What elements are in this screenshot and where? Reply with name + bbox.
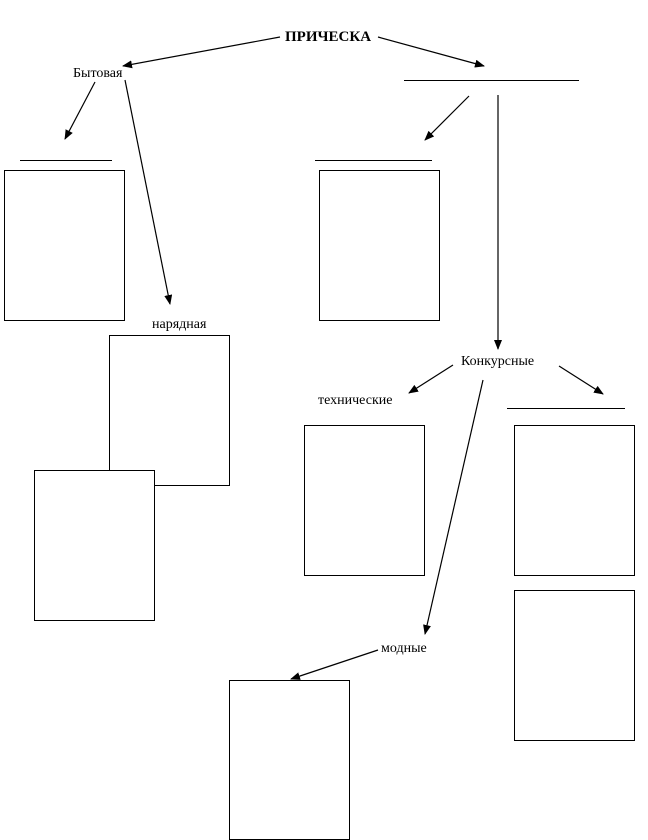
image-box-right [319, 170, 440, 321]
image-box-competition-2 [514, 590, 635, 741]
label-fashion: модные [381, 641, 427, 656]
arrow-fashion-to-box [290, 649, 379, 680]
blank-line-right-category [404, 80, 579, 81]
image-box-elegant [109, 335, 230, 486]
arrow-right-to-blank [424, 95, 470, 141]
label-competition: Конкурсные [461, 354, 535, 369]
arrow-competition-to-fashion [423, 379, 484, 635]
arrow-competition-to-technical [408, 364, 454, 394]
arrow-everyday-to-blank [64, 81, 96, 140]
image-box-everyday [4, 170, 125, 321]
image-box-fashion [229, 680, 350, 840]
image-box-competition [514, 425, 635, 576]
label-elegant: нарядная [152, 317, 207, 332]
blank-line-competition-sub [507, 408, 625, 409]
diagram-title: ПРИЧЕСКА [285, 29, 372, 45]
image-box-elegant-2 [34, 470, 155, 621]
image-box-technical [304, 425, 425, 576]
arrow-everyday-to-elegant [124, 79, 173, 305]
label-technical: технические [318, 393, 393, 408]
arrow-title-to-right-blank [377, 36, 485, 68]
blank-line-right-sub [315, 160, 432, 161]
label-everyday: Бытовая [73, 66, 123, 81]
blank-line-everyday-sub [20, 160, 112, 161]
arrow-title-to-everyday [122, 36, 281, 69]
arrow-competition-to-blank [558, 365, 604, 395]
